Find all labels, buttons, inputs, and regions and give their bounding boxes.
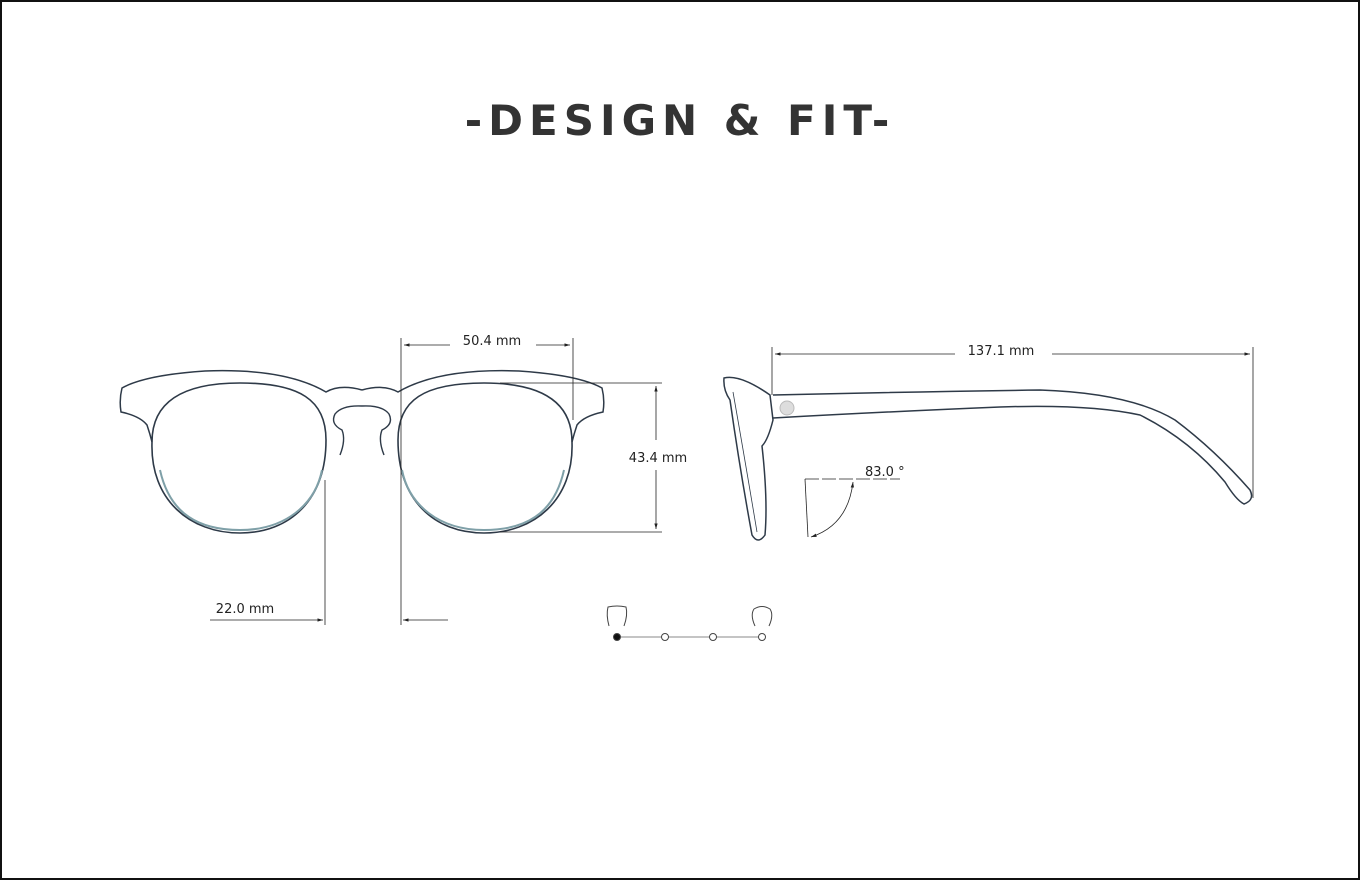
wide-fit-icon	[751, 606, 773, 627]
slider-stop-4	[758, 633, 766, 641]
side-view	[723, 376, 1253, 541]
bridge-width-label: 22.0 mm	[216, 602, 274, 617]
angle-dimension	[804, 478, 900, 538]
angle-label: 83.0 °	[865, 465, 905, 480]
slider-stop-3	[709, 633, 717, 641]
page-title: -DESIGN & FIT-	[464, 96, 896, 145]
bridge-width-dimension	[210, 480, 448, 625]
lens-height-dimension	[500, 382, 662, 533]
fit-slider[interactable]	[606, 605, 773, 641]
narrow-fit-icon	[606, 605, 628, 627]
slider-stop-2	[661, 633, 669, 641]
lens-width-dimension	[400, 338, 574, 625]
temple-length-label: 137.1 mm	[968, 344, 1035, 359]
slider-stop-1	[613, 633, 621, 641]
lens-height-label: 43.4 mm	[629, 451, 687, 466]
front-view	[119, 369, 605, 534]
temple-length-dimension	[771, 347, 1254, 498]
lens-width-label: 50.4 mm	[463, 334, 521, 349]
